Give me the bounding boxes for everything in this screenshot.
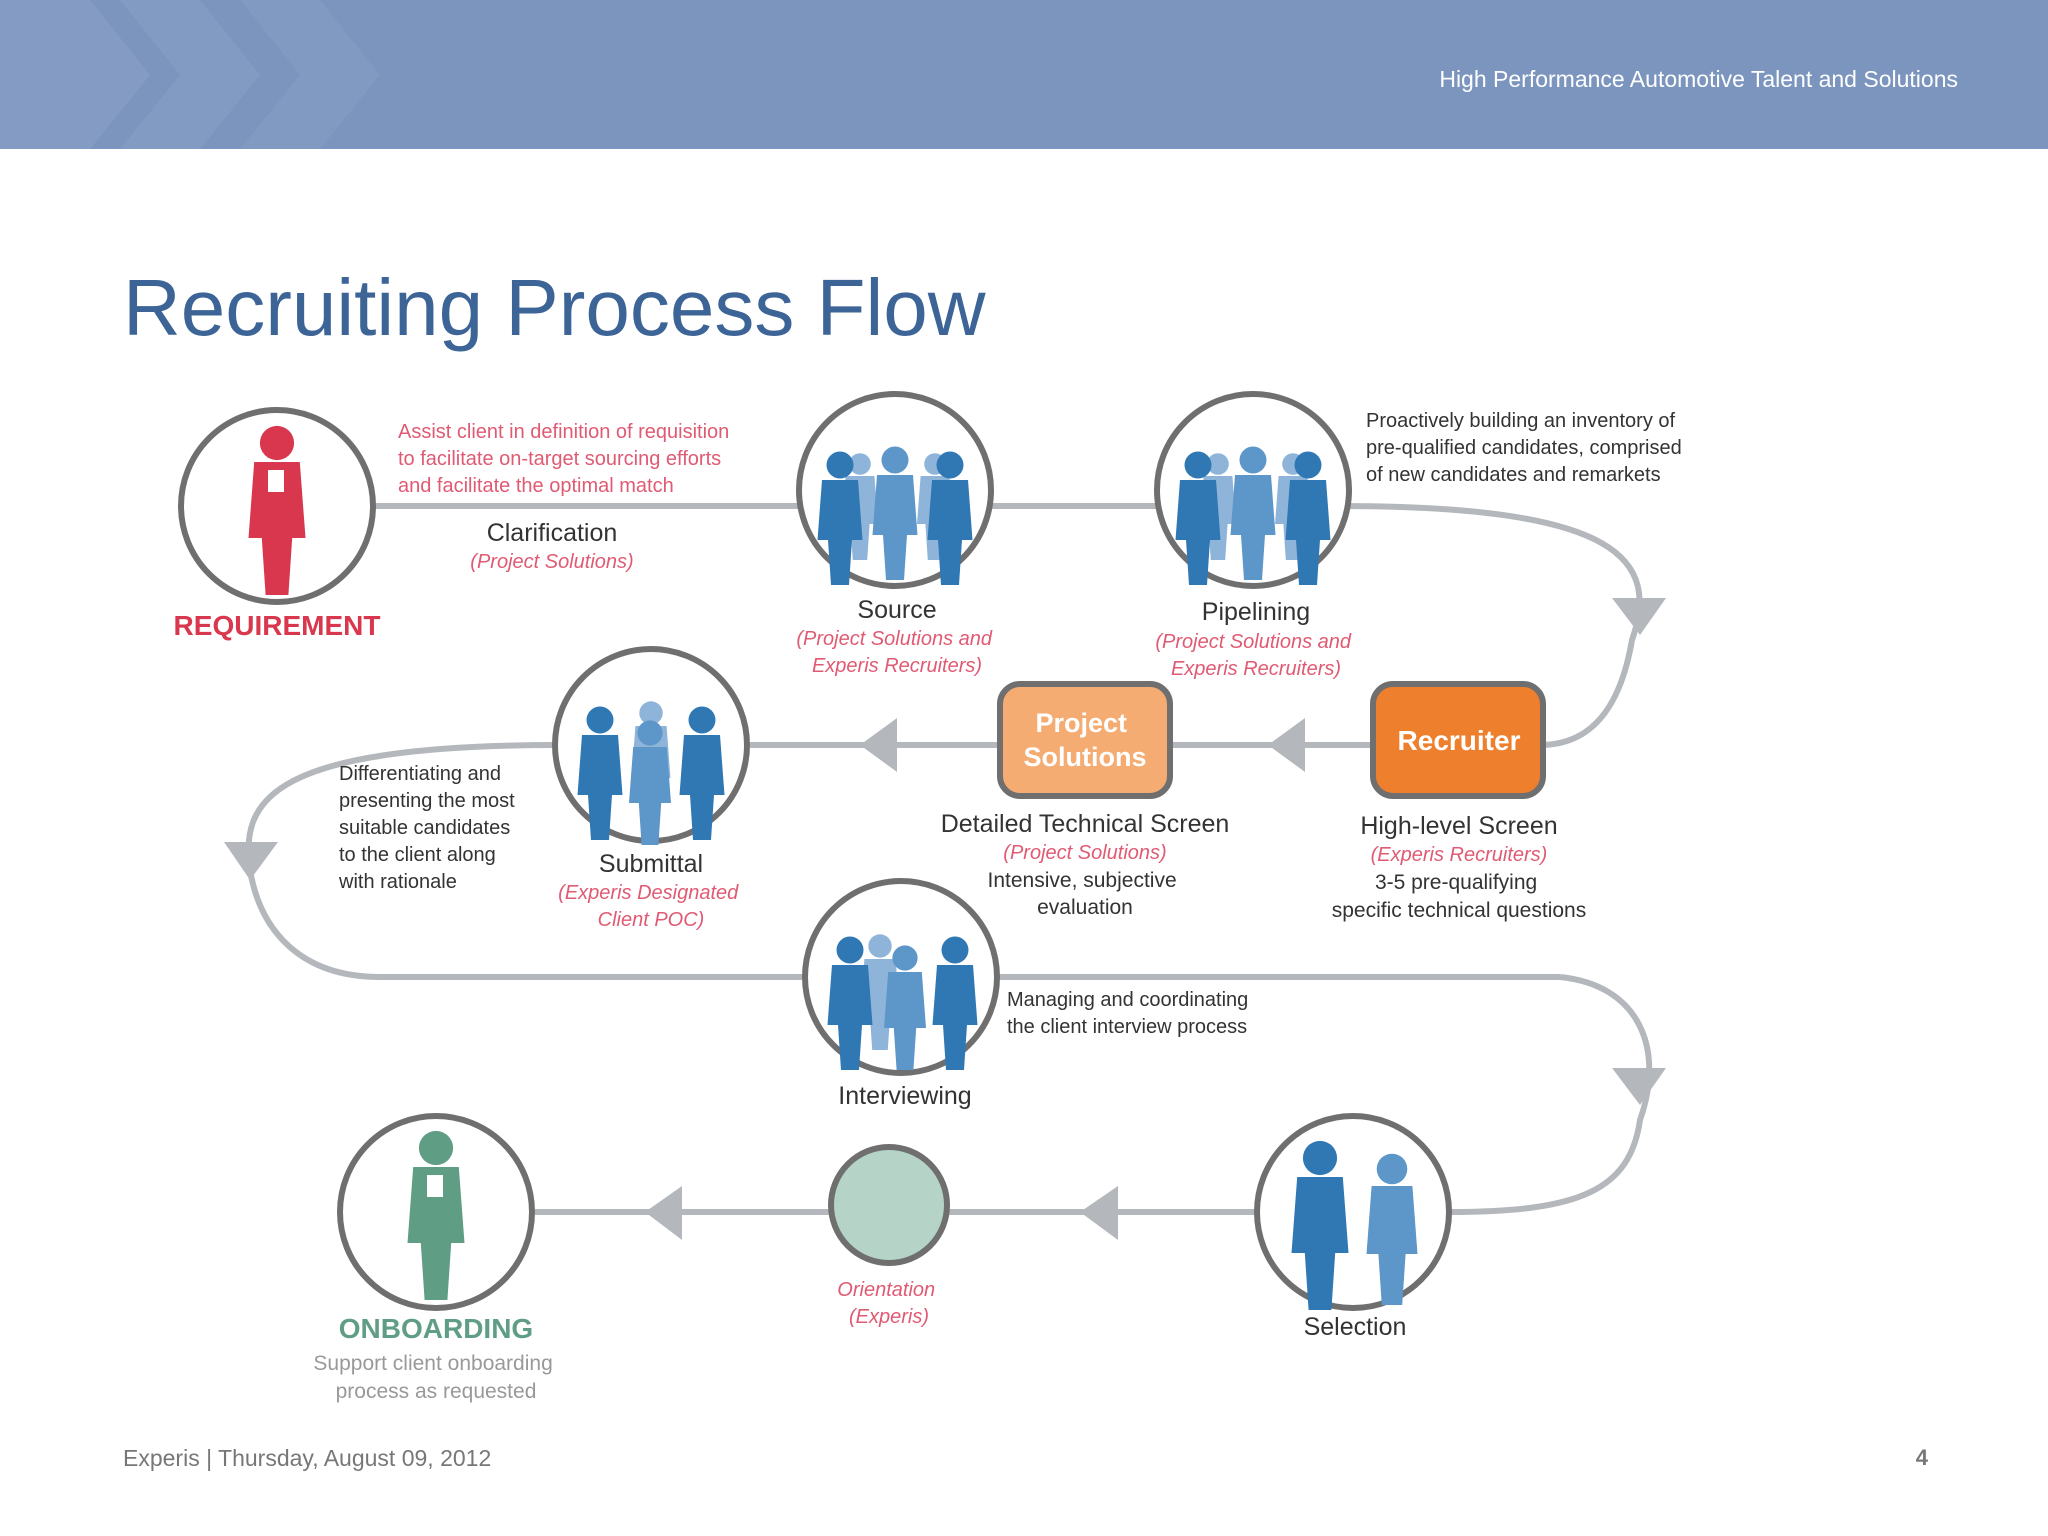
interviewing-node bbox=[802, 878, 1000, 1076]
pipelining-note: Proactively building an inventory of pre… bbox=[1366, 410, 1687, 486]
header-banner: High Performance Automotive Talent and S… bbox=[0, 0, 2048, 149]
header-title: High Performance Automotive Talent and S… bbox=[1439, 66, 1958, 92]
submittal-node bbox=[552, 646, 750, 845]
recruiter-label: High-level Screen bbox=[1360, 812, 1557, 840]
chevron-decoration bbox=[0, 0, 380, 149]
onboarding-note: Support client onboarding process as req… bbox=[313, 1352, 558, 1403]
pipelining-owner: (Project Solutions and Experis Recruiter… bbox=[1155, 631, 1356, 680]
recruiter-owner: (Experis Recruiters) bbox=[1371, 844, 1548, 866]
blank-circle-icon bbox=[828, 1144, 950, 1266]
source-label: Source bbox=[857, 596, 936, 624]
selection-node bbox=[1254, 1113, 1452, 1311]
crowd-icon bbox=[577, 701, 725, 845]
crowd-icon bbox=[817, 446, 973, 585]
recruiter-box bbox=[1370, 681, 1546, 799]
source-node bbox=[796, 391, 994, 589]
project-solutions-label: Detailed Technical Screen bbox=[941, 810, 1230, 838]
interviewing-label: Interviewing bbox=[838, 1082, 971, 1110]
page-title: Recruiting Process Flow bbox=[123, 263, 986, 352]
badge-icon bbox=[268, 470, 284, 492]
interviewing-note: Managing and coordinating the client int… bbox=[1007, 989, 1254, 1038]
onboarding-node bbox=[337, 1113, 535, 1311]
footer-company-date: Experis | Thursday, August 09, 2012 bbox=[123, 1445, 492, 1471]
pipelining-node bbox=[1154, 391, 1352, 589]
crowd-icon bbox=[1175, 446, 1331, 585]
crowd-icon bbox=[827, 934, 978, 1070]
requirement-node bbox=[178, 407, 376, 605]
project-solutions-box-label: Project Solutions bbox=[1024, 708, 1147, 772]
clarification-owner: (Project Solutions) bbox=[470, 551, 633, 573]
recruiter-box-label: Recruiter bbox=[1398, 725, 1521, 756]
pipelining-label: Pipelining bbox=[1202, 598, 1310, 626]
clarification-label: Clarification bbox=[487, 519, 618, 547]
submittal-label: Submittal bbox=[599, 850, 703, 878]
submittal-owner: (Experis Designated Client POC) bbox=[558, 882, 744, 931]
clarification-note: Assist client in definition of requisiti… bbox=[398, 421, 735, 497]
selection-label: Selection bbox=[1304, 1313, 1407, 1341]
page-number: 4 bbox=[1915, 1445, 1928, 1470]
orientation-owner: Orientation (Experis) bbox=[837, 1279, 940, 1328]
recruiter-detail: 3-5 pre-qualifying specific technical qu… bbox=[1332, 871, 1586, 922]
source-owner: (Project Solutions and Experis Recruiter… bbox=[796, 628, 997, 677]
project-solutions-box bbox=[997, 681, 1173, 799]
requirement-label: REQUIREMENT bbox=[174, 610, 381, 641]
submittal-note: Differentiating and presenting the most … bbox=[338, 763, 520, 893]
project-solutions-detail: Intensive, subjective evaluation bbox=[988, 869, 1183, 919]
flow-arrows bbox=[224, 598, 1666, 1240]
badge-icon bbox=[427, 1175, 443, 1197]
project-solutions-owner: (Project Solutions) bbox=[1003, 842, 1166, 864]
onboarding-label: ONBOARDING bbox=[339, 1313, 533, 1344]
